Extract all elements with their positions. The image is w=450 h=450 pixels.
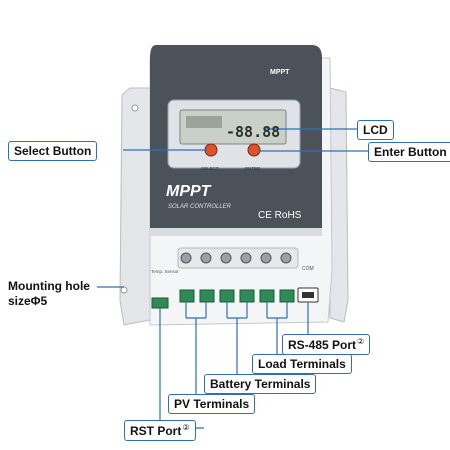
load-terminals-callout: Load Terminals (252, 354, 352, 374)
battery-terminals-callout-label: Battery Terminals (210, 377, 311, 391)
mounting-hole-line1: Mounting hole (8, 279, 90, 293)
terminal-screw-strip (177, 247, 299, 269)
lcd-icon-area (186, 116, 222, 128)
rs485-callout: RS-485 Port② (282, 334, 371, 355)
mounting-hole-top (131, 104, 139, 112)
enter-button-knob (247, 143, 261, 157)
temp-sensor-label: Temp. Sensor (151, 269, 179, 274)
terminal-blocks (179, 289, 295, 303)
cert-marks: CE RoHS (258, 210, 302, 221)
battery-terminals-callout: Battery Terminals (204, 374, 317, 394)
enter-small-label: ENTER (245, 166, 261, 171)
lcd-callout: LCD (357, 120, 394, 140)
right-mounting-flange (329, 87, 349, 323)
com-label: COM (302, 266, 314, 272)
rst-port-callout-label: RST Port (130, 424, 182, 438)
select-small-label: SELECT (201, 166, 219, 171)
load-terminals-callout-label: Load Terminals (258, 357, 346, 371)
mounting-hole-line2: sizeΦ5 (8, 294, 48, 308)
lcd-digits: -88.88 (226, 123, 280, 141)
mounting-hole-bottom (120, 286, 128, 294)
rs485-port-socket (302, 292, 314, 298)
select-button-callout-label: Select Button (14, 144, 92, 158)
brand-subtitle: SOLAR CONTROLLER (168, 204, 232, 210)
top-mppt-label: MPPT (270, 69, 290, 76)
mounting-hole-callout: Mounting hole sizeΦ5 (8, 279, 90, 309)
pv-terminals-callout: PV Terminals (168, 394, 256, 414)
rst-note-mark: ② (182, 423, 190, 432)
panel-divider (150, 228, 322, 236)
rs485-callout-label: RS-485 Port (288, 338, 357, 352)
enter-button-callout-label: Enter Button (374, 145, 447, 159)
terminal-screws (180, 252, 292, 264)
rst-port-callout: RST Port② (124, 420, 196, 441)
rst-port-block (151, 297, 169, 309)
select-button-callout: Select Button (8, 141, 98, 161)
pv-terminals-callout-label: PV Terminals (174, 397, 250, 411)
enter-button-callout: Enter Button (368, 142, 450, 162)
lcd-callout-label: LCD (363, 123, 388, 137)
brand-mppt: MPPT (166, 183, 212, 200)
rs485-note-mark: ② (357, 337, 365, 346)
